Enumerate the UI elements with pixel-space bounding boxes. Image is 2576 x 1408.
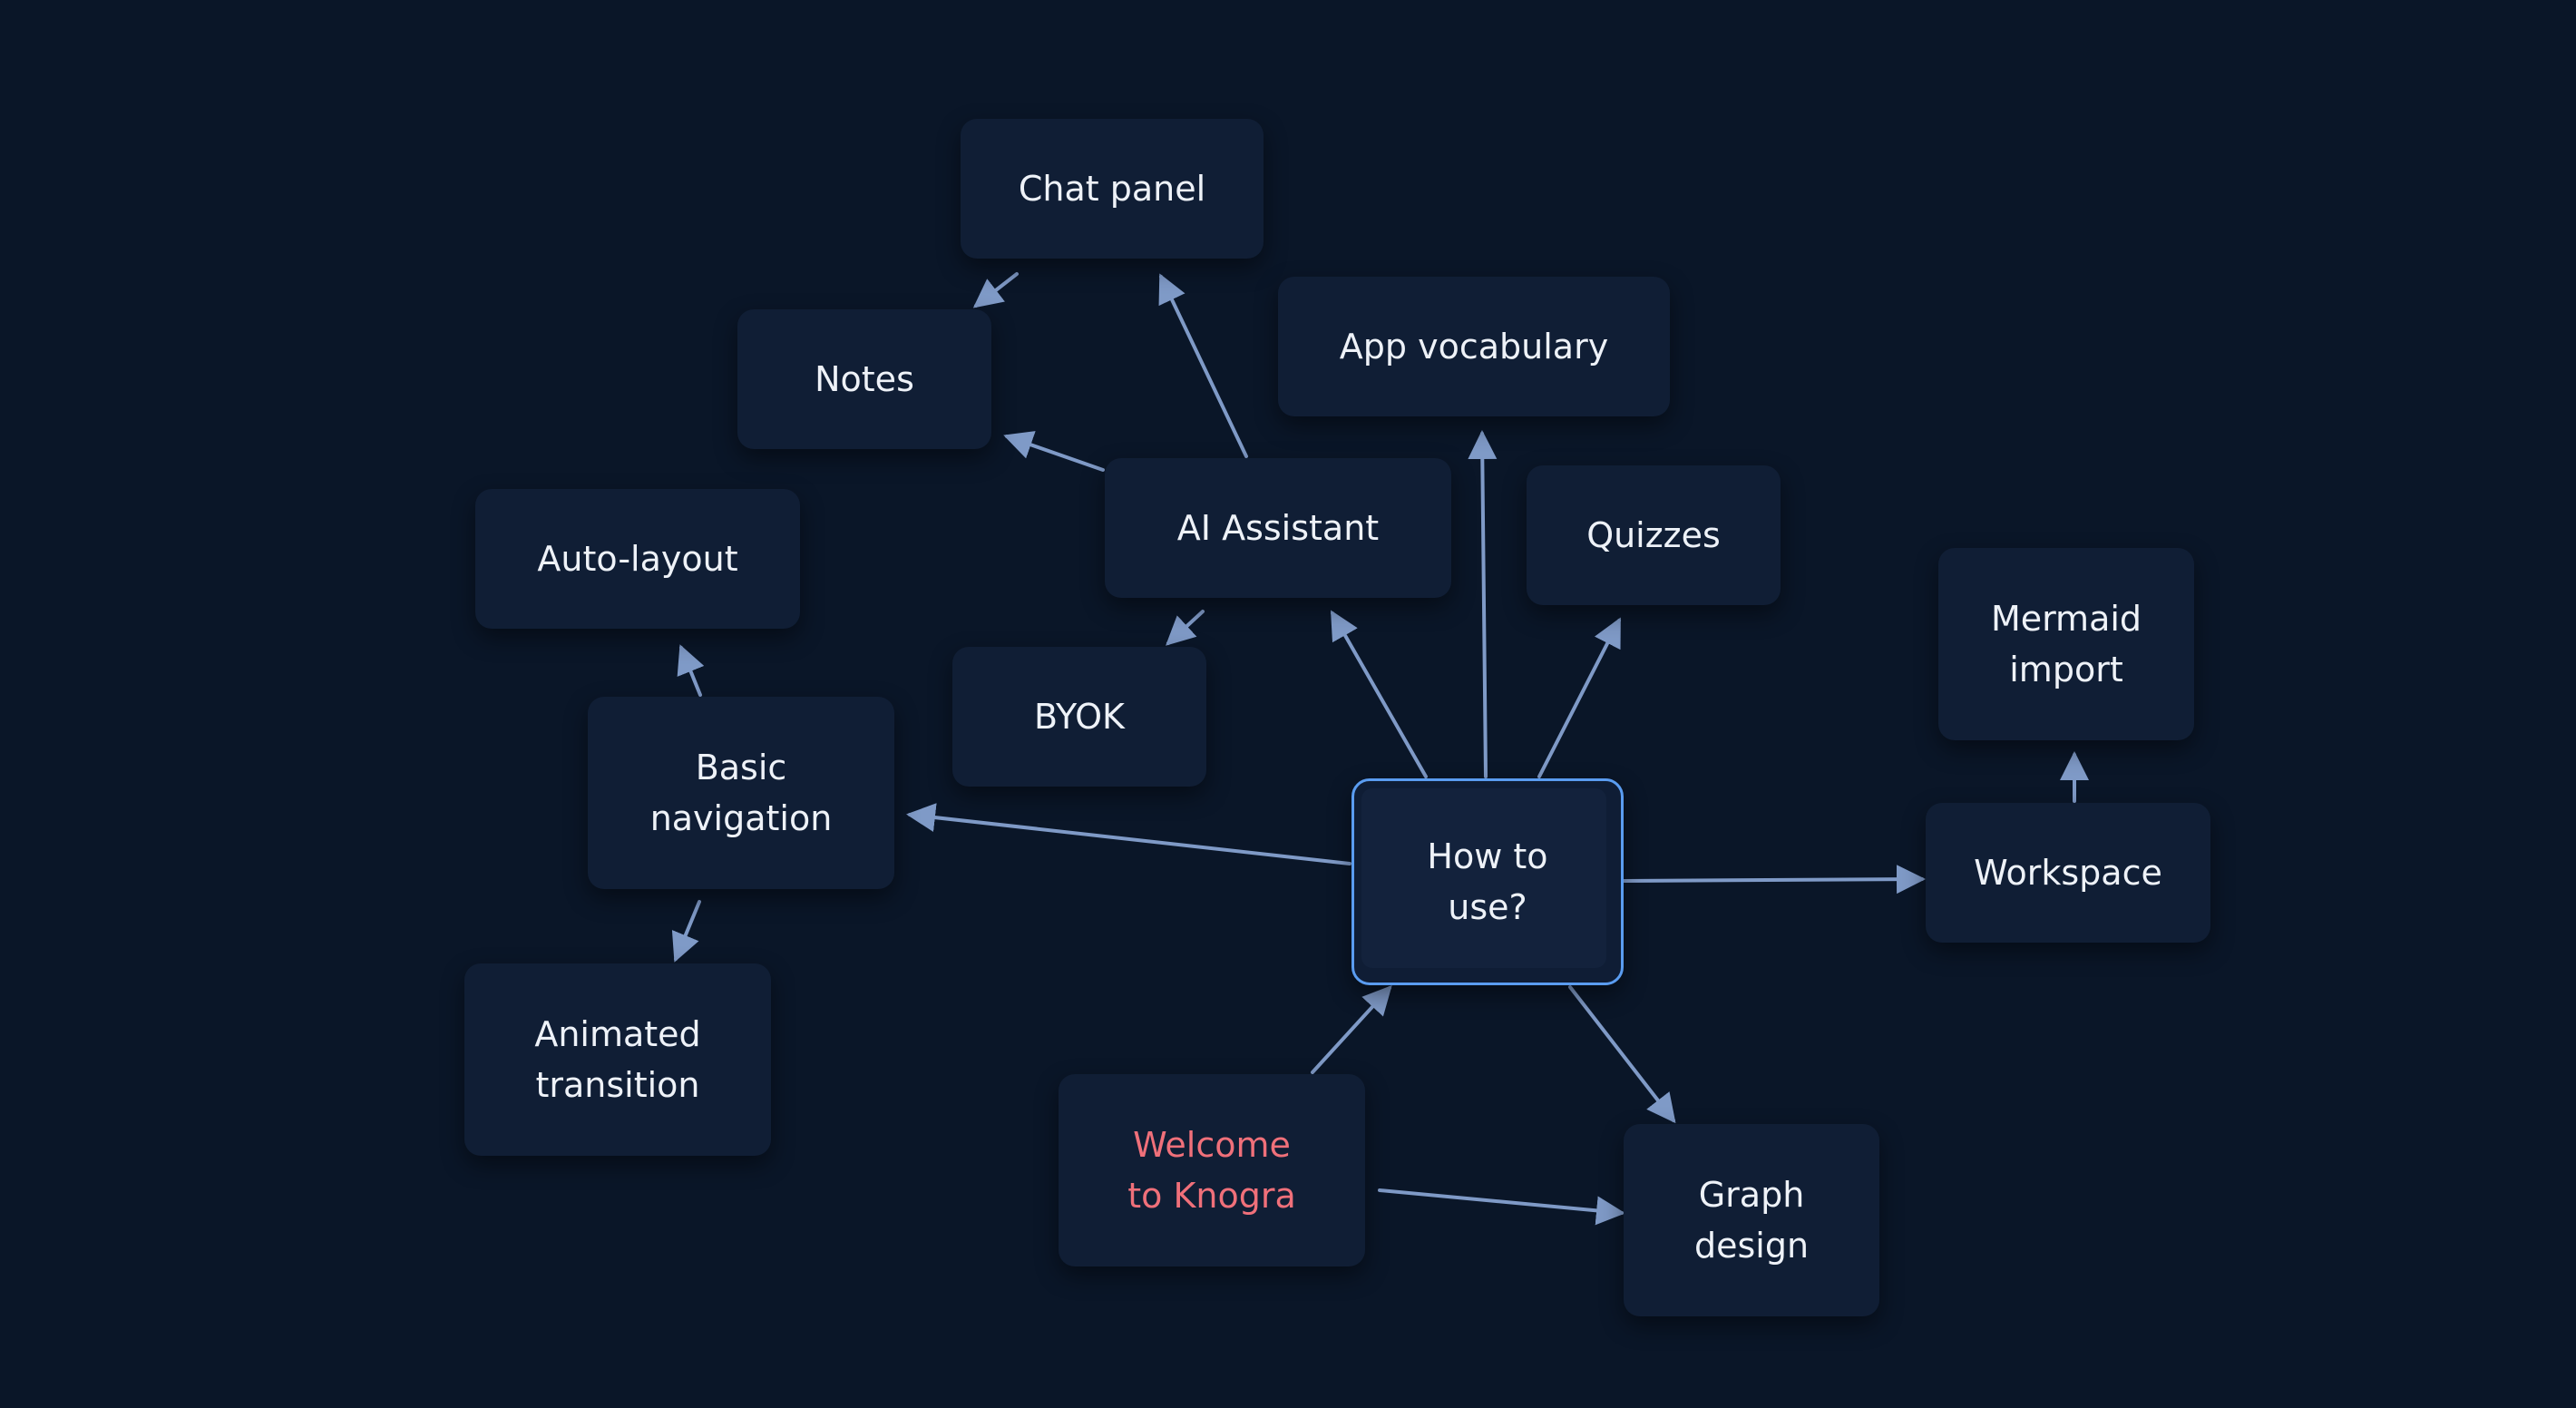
node-app-vocabulary[interactable]: App vocabulary (1278, 277, 1670, 416)
edge-ai-assistant-to-notes (1003, 431, 1105, 472)
node-label: Animated transition (534, 1014, 701, 1105)
edge-how-to-use-to-basic-navigation (906, 803, 1351, 865)
node-label: Graph design (1693, 1175, 1810, 1266)
node-quizzes[interactable]: Quizzes (1527, 465, 1781, 605)
node-basic-navigation[interactable]: Basic navigation (588, 697, 894, 889)
node-label: App vocabulary (1339, 327, 1609, 367)
edge-basic-navigation-to-auto-layout (677, 644, 705, 697)
node-label: BYOK (1034, 697, 1125, 737)
node-graph-design[interactable]: Graph design (1624, 1124, 1879, 1316)
node-how-to-use-selected[interactable]: How to use? (1351, 778, 1624, 985)
node-label: Auto-layout (537, 539, 738, 579)
node-byok[interactable]: BYOK (952, 647, 1206, 787)
edge-how-to-use-to-graph-design (1568, 985, 1676, 1124)
edge-chat-panel-to-notes (972, 272, 1019, 308)
edge-basic-navigation-to-animated-transition (671, 900, 701, 963)
edge-how-to-use-to-ai-assistant (1331, 610, 1428, 778)
node-notes[interactable]: Notes (737, 309, 991, 449)
edge-ai-assistant-to-byok (1166, 610, 1205, 646)
edge-how-to-use-to-app-vocabulary (1468, 430, 1498, 778)
edge-welcome-to-graph-design (1378, 1188, 1625, 1226)
edge-how-to-use-to-workspace (1622, 865, 1926, 895)
node-label: Chat panel (1018, 169, 1206, 209)
node-mermaid-import[interactable]: Mermaid import (1938, 548, 2194, 740)
edge-how-to-use-to-quizzes (1537, 617, 1621, 778)
node-label: Workspace (1974, 853, 2162, 893)
node-label: Notes (815, 359, 914, 399)
node-ai-assistant[interactable]: AI Assistant (1105, 458, 1451, 598)
node-label: Welcome to Knogra (1127, 1125, 1296, 1216)
node-label: Basic navigation (649, 748, 833, 838)
node-welcome[interactable]: Welcome to Knogra (1059, 1074, 1365, 1266)
edge-welcome-to-how-to-use (1311, 985, 1392, 1074)
node-auto-layout[interactable]: Auto-layout (475, 489, 800, 629)
node-label: AI Assistant (1176, 508, 1380, 548)
node-label: How to use? (1427, 836, 1548, 927)
node-label: Mermaid import (1990, 599, 2142, 689)
edge-ai-assistant-to-chat-panel (1158, 273, 1248, 458)
node-animated-transition[interactable]: Animated transition (464, 963, 771, 1156)
node-chat-panel[interactable]: Chat panel (961, 119, 1264, 259)
node-workspace[interactable]: Workspace (1926, 803, 2210, 943)
node-label: Quizzes (1586, 515, 1721, 555)
